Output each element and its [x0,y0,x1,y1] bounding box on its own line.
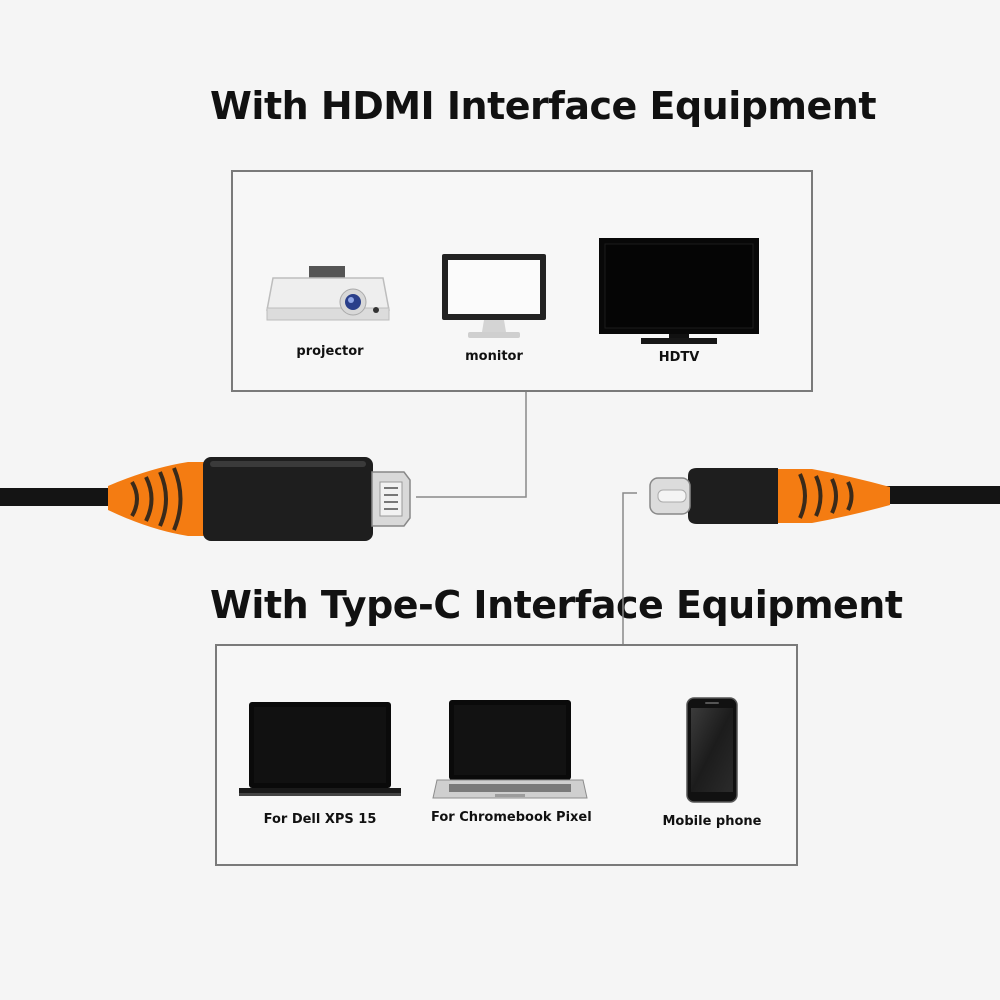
hdtv-icon [599,238,759,344]
laptop-icon [239,702,401,796]
hdmi-connection-line [416,392,527,498]
device-label: For Dell XPS 15 [263,812,377,827]
hdmi-cable [0,457,411,541]
device-mobile-phone: Mobile phone [647,696,777,829]
typec-connector-housing [688,468,778,524]
projector-icon [266,266,390,321]
monitor-icon [442,254,546,338]
typec-grip-ridges [798,473,854,519]
device-chromebook-pixel: For Chromebook Pixel [431,698,592,825]
hdmi-plug-inner [379,481,403,517]
device-label: For Chromebook Pixel [431,810,592,825]
typec-devices-panel: For Dell XPS 15 For Chromebook Pixel Mo [215,644,798,866]
device-label: projector [296,344,364,359]
typec-connection-line [622,492,637,644]
hdmi-strain-relief [108,462,210,536]
device-label: monitor [465,349,523,364]
hdmi-plug-pins [384,487,398,510]
hdmi-grip-ridges [130,467,183,531]
device-projector: projector [265,264,395,359]
hdmi-section-heading: With HDMI Interface Equipment [210,84,877,128]
phone-icon [686,697,738,803]
typec-plug-slot [657,489,687,503]
device-dell-xps-15: For Dell XPS 15 [235,700,405,827]
typec-strain-relief [760,469,890,523]
device-label: HDTV [658,350,700,365]
typec-cable-wire [875,486,1000,504]
typec-section-heading: With Type-C Interface Equipment [210,583,903,627]
hdmi-cable-wire [0,488,120,506]
hdmi-devices-panel: projector monitor HDTV [231,170,813,392]
hdmi-connector-housing [203,457,373,541]
typec-cable [649,468,1000,524]
device-hdtv: HDTV [595,236,763,365]
hdmi-connector-highlight [210,461,366,467]
device-monitor: monitor [440,252,548,364]
device-label: Mobile phone [662,814,762,829]
laptop-icon [432,700,588,799]
